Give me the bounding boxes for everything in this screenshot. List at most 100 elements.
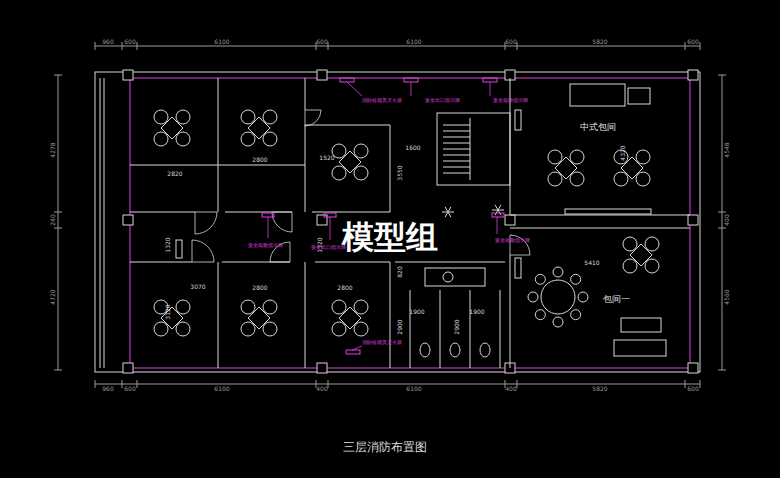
chair (535, 310, 545, 320)
dimension-text: 240 (50, 214, 56, 225)
hydrant-box (176, 240, 182, 258)
dimension-tick (685, 42, 686, 50)
fire-equipment-marker (492, 213, 504, 217)
dimension-line (58, 75, 59, 370)
chair (241, 322, 255, 336)
sofa (614, 340, 666, 356)
dimension-line (95, 46, 700, 47)
wall-line (305, 262, 306, 368)
dimension-text: 2900 (397, 319, 403, 334)
chair (154, 132, 168, 146)
fire-equipment-marker (483, 78, 497, 82)
chair (332, 300, 346, 314)
dimension-text: 5820 (592, 386, 607, 392)
toilet (450, 343, 460, 357)
stair-step (443, 161, 470, 162)
plant (498, 210, 504, 211)
chair (332, 166, 346, 180)
plant (448, 207, 451, 212)
plant (492, 210, 498, 211)
stair-step (443, 143, 470, 144)
dimension-text: 3550 (397, 165, 403, 180)
chair (263, 322, 277, 336)
dining-table (630, 244, 652, 266)
stair-step (443, 155, 470, 156)
sideboard (565, 209, 651, 214)
stair-step (443, 125, 470, 126)
toilet (420, 343, 430, 357)
leader-line (347, 82, 362, 96)
fire-equipment-note: 消防栓箱及灭火器 (362, 340, 402, 345)
chair (176, 322, 190, 336)
dimension-tick (137, 42, 138, 50)
dimension-text: 600 (687, 39, 698, 45)
dimension-text: 6100 (406, 39, 421, 45)
chair (548, 172, 562, 186)
dimension-tick (700, 380, 701, 388)
dimension-text: 400 (724, 214, 730, 225)
chair (354, 166, 368, 180)
dimension-text: 600 (124, 39, 135, 45)
wall-line (440, 290, 441, 368)
dimension-text: 1900 (469, 309, 484, 315)
dimension-text: 4548 (724, 142, 730, 157)
wall-line (500, 290, 501, 368)
plant (495, 205, 498, 210)
column (123, 70, 133, 80)
dimension-text: 600 (505, 39, 516, 45)
fire-equipment-note: 安全疏散指示牌 (493, 98, 528, 103)
chair (263, 300, 277, 314)
dimension-text: 1900 (409, 309, 424, 315)
fire-equipment-note: 安全出口指示牌 (425, 98, 460, 103)
leader-line (330, 217, 331, 240)
chair (553, 317, 563, 327)
chair (241, 300, 255, 314)
dimension-tick (700, 42, 701, 50)
dimension-text: 960 (102, 386, 113, 392)
wall-line (104, 78, 105, 368)
plant (445, 212, 448, 217)
chair (354, 300, 368, 314)
chair (623, 237, 637, 251)
chair (623, 259, 637, 273)
chair (241, 132, 255, 146)
fire-equipment-note: 消防栓箱及灭火器 (362, 98, 402, 103)
wall-line (470, 290, 471, 368)
chair (570, 150, 584, 164)
column (688, 215, 698, 225)
column (505, 215, 515, 225)
dimension-tick (95, 380, 96, 388)
dimension-text: 820 (397, 266, 403, 277)
fire-equipment-marker (340, 78, 354, 82)
dimension-text: 600 (687, 386, 698, 392)
fire-equipment-marker (404, 78, 418, 82)
wall-line (410, 290, 411, 368)
wall-line (100, 78, 101, 368)
room-label: 中式包间 (580, 123, 616, 133)
fire-equipment-note: 安全疏散指示牌 (248, 243, 283, 248)
dimension-text: 600 (316, 39, 327, 45)
dimension-line (722, 75, 723, 370)
dimension-text: 5410 (584, 260, 599, 266)
dimension-tick (95, 42, 96, 50)
chair (571, 310, 581, 320)
chair (571, 274, 581, 284)
chair (548, 150, 562, 164)
chair (241, 110, 255, 124)
chair (645, 237, 659, 251)
dimension-tick (54, 228, 62, 229)
fire-equipment-marker (346, 350, 360, 354)
wall-line (390, 125, 391, 212)
dimension-text: 4560 (724, 289, 730, 304)
dining-table (248, 117, 270, 139)
door-swing (192, 240, 214, 262)
dimension-text: 1520 (319, 155, 334, 161)
dimension-text: 6100 (214, 39, 229, 45)
wall-line (305, 78, 306, 110)
fire-zone-outline (130, 78, 690, 368)
column (688, 70, 698, 80)
stair-step (443, 173, 470, 174)
wall-line (510, 228, 690, 229)
dimension-text: 400 (316, 386, 327, 392)
